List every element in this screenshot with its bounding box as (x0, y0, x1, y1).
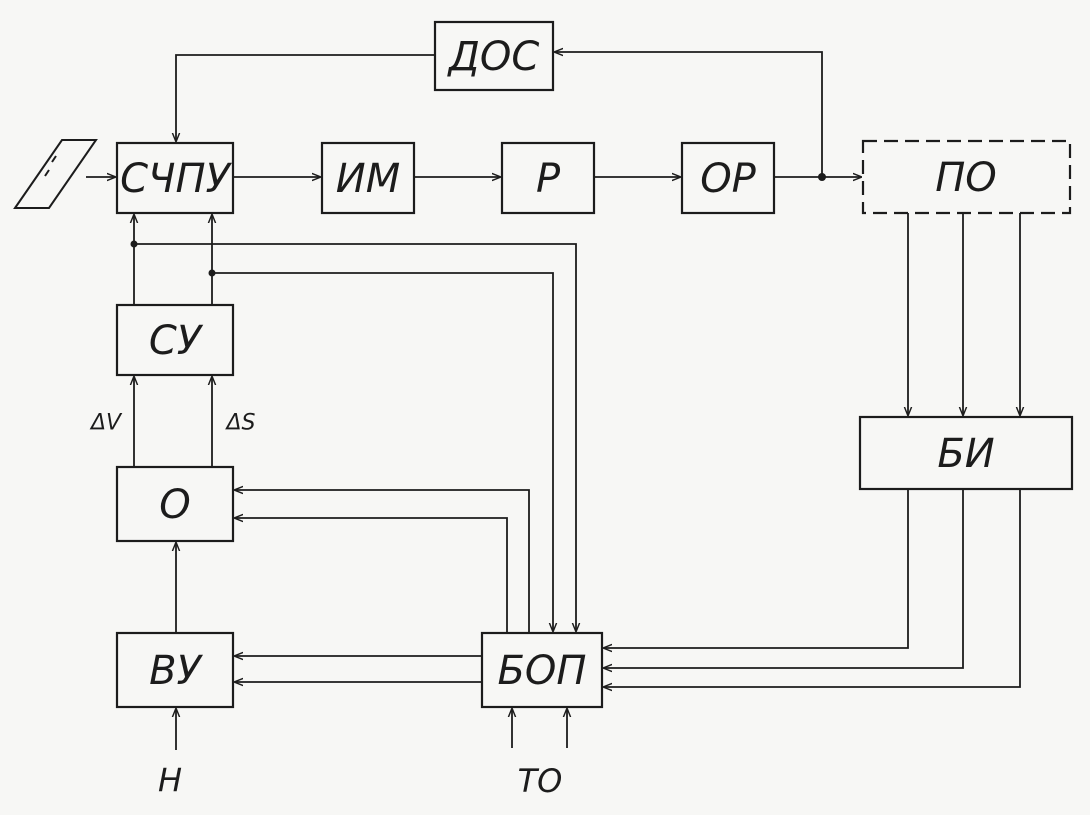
block-bop: БОП (480, 631, 604, 709)
bop-to-o-arrow-1 (235, 490, 530, 633)
dos-to-schpu-arrow (176, 54, 435, 141)
tap-to-bop-arrow-1 (134, 243, 576, 631)
punched-tape-icon (13, 139, 98, 209)
block-su: СУ (115, 303, 235, 377)
block-vu: ВУ (115, 631, 235, 709)
block-bi-label: БИ (937, 431, 994, 477)
input-label-to: ТО (518, 762, 563, 800)
block-po-label: ПО (935, 155, 997, 201)
bi-to-bop-arrow-1 (604, 489, 909, 648)
block-dos: ДОС (433, 20, 555, 92)
block-schpu-label: СЧПУ (120, 156, 232, 202)
bop-to-o-arrow-2 (235, 518, 508, 633)
block-or: ОР (680, 141, 776, 215)
feedback-to-dos-arrow (555, 52, 823, 177)
block-o: О (115, 465, 235, 543)
block-r: Р (500, 141, 596, 215)
tap-to-bop-arrow-2 (212, 272, 553, 631)
block-schpu: СЧПУ (115, 141, 235, 215)
block-r-label: Р (536, 156, 561, 202)
block-dos-label: ДОС (447, 34, 540, 80)
block-or-label: ОР (700, 156, 756, 202)
block-im: ИМ (320, 141, 416, 215)
bi-to-bop-arrow-3 (604, 489, 1021, 687)
block-po: ПО (861, 139, 1072, 215)
block-vu-label: ВУ (149, 648, 203, 694)
bi-to-bop-arrow-2 (604, 489, 964, 668)
block-bop-label: БОП (497, 648, 586, 694)
signal-delta-v: ΔV (89, 411, 123, 436)
block-bi: БИ (858, 415, 1074, 491)
input-label-h: Н (158, 761, 182, 799)
block-o-label: О (159, 482, 190, 528)
block-su-label: СУ (149, 318, 204, 364)
signal-delta-s: ΔS (224, 411, 255, 436)
block-im-label: ИМ (336, 156, 400, 202)
